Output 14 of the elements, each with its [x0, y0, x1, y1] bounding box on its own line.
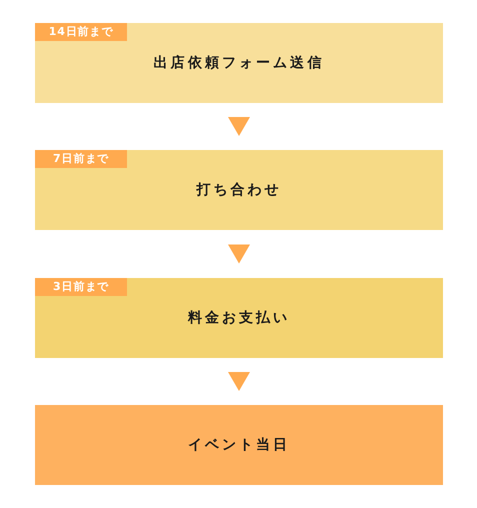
deadline-tag: 7日前まで — [35, 150, 127, 168]
down-arrow — [228, 372, 250, 391]
step-label: イベント当日 — [188, 436, 290, 454]
deadline-tag: 3日前まで — [35, 278, 127, 296]
down-arrow — [228, 117, 250, 136]
step-box — [35, 278, 443, 358]
down-arrow — [228, 244, 250, 264]
deadline-tag: 14日前まで — [35, 23, 127, 41]
step-box — [35, 23, 443, 103]
step-box — [35, 150, 443, 230]
step-label: 料金お支払い — [188, 309, 290, 327]
event-day-box — [35, 405, 443, 485]
step-label: 打ち合わせ — [196, 181, 282, 199]
step-label: 出店依頼フォーム送信 — [154, 54, 324, 72]
